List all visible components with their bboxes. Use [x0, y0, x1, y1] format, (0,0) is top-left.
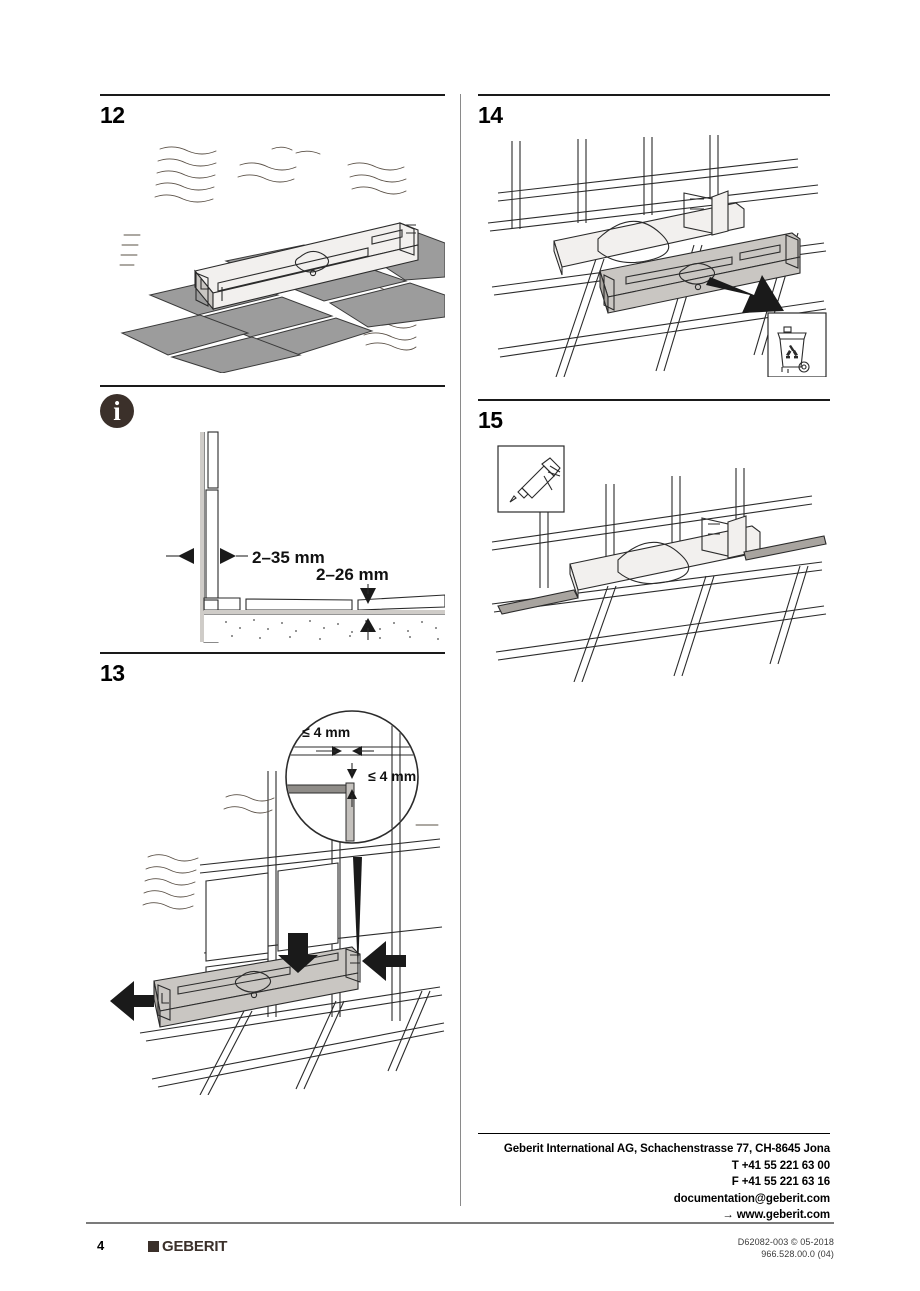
page-number: 4	[97, 1238, 105, 1253]
step-12-figure	[100, 127, 445, 373]
square-mark-icon	[148, 1241, 159, 1252]
step-rule	[478, 94, 830, 96]
dimension-floor-label: 2–26 mm	[316, 565, 389, 584]
step-rule	[478, 399, 830, 401]
step-number: 15	[478, 407, 503, 433]
left-column: 12	[100, 94, 445, 1095]
address-line-company: Geberit International AG, Schachenstrass…	[503, 1143, 830, 1155]
caulking-gun-icon	[509, 457, 561, 503]
recycle-bin-icon	[777, 326, 810, 373]
step-12: 12	[100, 94, 445, 373]
step-14-figure	[478, 127, 830, 377]
right-column: 14	[478, 94, 830, 682]
info-panel: i	[100, 385, 445, 644]
step-14: 14	[478, 94, 830, 377]
step-rule	[100, 652, 445, 654]
info-rule	[100, 385, 445, 387]
step-rule	[100, 94, 445, 96]
address-line-website[interactable]: →www.geberit.com	[478, 1207, 830, 1224]
address-line-email[interactable]: documentation@geberit.com	[673, 1192, 830, 1205]
address-rule	[478, 1133, 830, 1134]
footer-rule	[86, 1222, 834, 1224]
website-url: www.geberit.com	[736, 1209, 830, 1221]
document-code: D62082-003 © 05-2018 966.528.00.0 (04)	[738, 1237, 834, 1260]
geberit-logo: GEBERIT	[148, 1238, 227, 1255]
company-address-block: Geberit International AG, Schachenstrass…	[478, 1133, 830, 1224]
step-number: 12	[100, 102, 125, 128]
address-line-fax: F +41 55 221 63 16	[731, 1176, 830, 1188]
column-divider	[460, 94, 461, 1206]
callout-horizontal-label: ≤ 4 mm	[302, 724, 350, 740]
brand-name: GEBERIT	[162, 1238, 228, 1255]
info-figure: 2–35 mm 2–26 mm	[100, 428, 445, 644]
arrow-right-icon: →	[722, 1209, 734, 1221]
dimension-wall-label: 2–35 mm	[252, 548, 325, 567]
step-15: 15	[478, 399, 830, 682]
step-number: 13	[100, 660, 125, 686]
callout-vertical-label: ≤ 4 mm	[368, 768, 416, 784]
info-icon: i	[100, 394, 134, 428]
address-line-phone: T +41 55 221 63 00	[731, 1159, 830, 1172]
document-code-line-1: D62082-003 © 05-2018	[737, 1237, 834, 1247]
step-number: 14	[478, 102, 503, 128]
step-13-figure: ≤ 4 mm ≤ 4 mm	[100, 685, 445, 1095]
step-15-figure	[478, 432, 830, 682]
document-code-line-2: 966.528.00.0 (04)	[761, 1248, 834, 1259]
step-13: 13	[100, 652, 445, 1095]
